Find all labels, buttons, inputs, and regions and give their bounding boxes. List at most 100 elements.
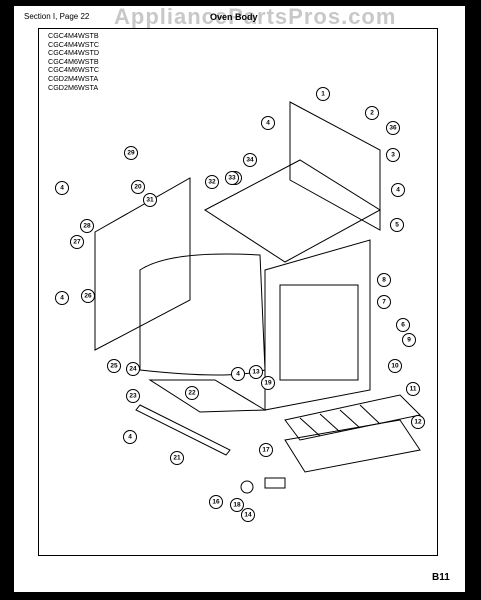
knob [240,480,254,494]
model-number: CGC4M6WSTC [48,65,100,75]
svg-text:3: 3 [391,152,395,159]
broiler-pan [284,419,421,473]
callout-31: 31 [143,193,157,207]
svg-text:34: 34 [246,157,254,164]
callout-18: 18 [230,498,244,512]
callout-26: 26 [81,289,95,303]
callout-4: 4 [123,430,137,444]
svg-text:6: 6 [401,322,405,329]
front-rail [135,404,231,456]
svg-text:20: 20 [134,184,142,191]
svg-text:11: 11 [410,386,417,393]
svg-text:23: 23 [129,393,137,400]
callout-6: 6 [396,318,410,332]
svg-text:2: 2 [370,110,374,117]
svg-text:28: 28 [83,223,91,230]
callout-5: 5 [390,218,404,232]
callout-4: 4 [55,181,69,195]
svg-text:7: 7 [382,299,386,306]
model-number: CGC4M4WSTB [48,31,99,40]
svg-text:10: 10 [391,363,399,370]
svg-text:29: 29 [127,150,135,157]
side-panel [94,177,191,351]
callout-27: 27 [70,235,84,249]
callout-21: 21 [170,451,184,465]
door-opening [279,284,359,381]
svg-text:17: 17 [262,447,270,454]
callout-11: 11 [406,382,420,396]
callout-20: 20 [131,180,145,194]
front-frame [264,239,371,411]
section-label: Section I, Page 22 [24,12,90,21]
svg-text:16: 16 [212,499,220,506]
svg-text:27: 27 [73,239,81,246]
model-number: CGC4M4WSTC [48,39,100,49]
svg-text:4: 4 [266,120,270,127]
callout-3: 3 [386,148,400,162]
model-list: CGC4M4WSTB CGC4M4WSTC CGC4M4WSTD CGC4M6W… [48,31,100,92]
svg-text:14: 14 [244,512,252,519]
svg-text:4: 4 [60,185,64,192]
svg-text:21: 21 [173,455,181,462]
callout-19: 19 [261,376,275,390]
valve-stem [264,477,286,489]
bottom-pan [148,379,267,413]
callout-34: 34 [243,153,257,167]
callout-1: 1 [316,87,330,101]
oven-liner [139,253,266,376]
svg-text:4: 4 [128,434,132,441]
svg-text:4: 4 [236,371,240,378]
callout-33: 33 [225,171,239,185]
model-number: CGC4M4WSTD [48,48,100,58]
watermark: AppliancePartsPros.com [114,4,397,29]
svg-text:31: 31 [146,197,154,204]
page-title: Oven Body [210,12,258,22]
callout-24: 24 [126,362,140,376]
page-number: B11 [432,572,450,583]
callout-36: 36 [386,121,400,135]
callout-9: 9 [402,333,416,347]
svg-text:9: 9 [407,337,411,344]
callout-4: 4 [261,116,275,130]
callout-22: 22 [185,386,199,400]
callout-29: 29 [124,146,138,160]
callout-4: 4 [391,183,405,197]
svg-text:13: 13 [252,369,260,376]
callout-8: 8 [377,273,391,287]
svg-text:24: 24 [129,366,137,373]
diagram-frame [38,28,438,556]
callout-14: 14 [241,508,255,522]
svg-text:4: 4 [396,187,400,194]
callout-25: 25 [107,359,121,373]
model-number: CGD2M4WSTA [48,73,99,83]
svg-text:25: 25 [110,363,118,370]
svg-text:12: 12 [414,419,422,426]
svg-text:5: 5 [395,222,399,229]
callout-13: 13 [249,365,263,379]
model-number: CGD2M6WSTA [48,82,99,92]
callout-32: 32 [205,175,219,189]
callout-28: 28 [80,219,94,233]
callout-7: 7 [377,295,391,309]
svg-text:8: 8 [382,277,386,284]
back-panel [289,101,381,231]
callout-10: 10 [388,359,402,373]
oven-rack [284,394,422,441]
svg-text:33: 33 [228,175,236,182]
callout-12: 12 [411,415,425,429]
svg-text:18: 18 [233,502,241,509]
model-number: CGC4M6WSTB [48,56,99,66]
callout-17: 17 [259,443,273,457]
callout-4: 4 [231,367,245,381]
svg-text:4: 4 [60,295,64,302]
svg-text:36: 36 [389,125,397,132]
svg-text:22: 22 [188,390,196,397]
svg-text:1: 1 [321,91,325,98]
svg-text:19: 19 [264,380,272,387]
callout-2: 2 [365,106,379,120]
callout-4: 4 [55,291,69,305]
callout-23: 23 [126,389,140,403]
callout-16: 16 [209,495,223,509]
svg-text:32: 32 [208,179,216,186]
